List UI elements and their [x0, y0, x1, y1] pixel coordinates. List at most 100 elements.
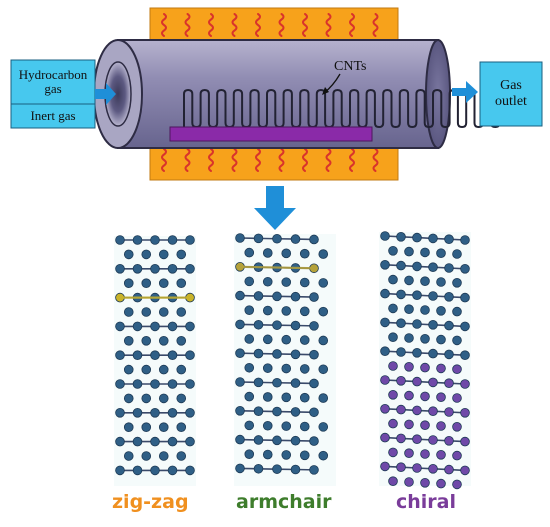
heat-wave [278, 13, 285, 37]
carbon-atom [380, 432, 390, 443]
carbon-atom [290, 407, 301, 417]
carbon-atom [167, 321, 178, 332]
carbon-atom [404, 275, 414, 286]
heat-wave [255, 13, 261, 37]
carbon-atom [167, 263, 178, 274]
carbon-atom [388, 418, 398, 429]
carbon-atom [123, 249, 134, 260]
carbon-atom [235, 377, 245, 387]
carbon-atom [436, 449, 446, 460]
tube-background [234, 234, 336, 486]
carbon-atom [388, 246, 398, 256]
carbon-atom [235, 290, 245, 301]
heat-wave [208, 148, 214, 172]
carbon-atom [380, 317, 390, 328]
carbon-atom [141, 451, 152, 461]
carbon-atom [444, 234, 454, 245]
heat-wave [231, 13, 238, 37]
carbon-atom [167, 407, 178, 418]
carbon-atom [244, 305, 255, 315]
carbon-atom [235, 233, 245, 243]
heat-wave [184, 13, 191, 37]
carbon-atom [281, 334, 292, 345]
carbon-atom [444, 407, 454, 417]
carbon-atom [235, 319, 245, 330]
carbon-atom [412, 405, 422, 416]
carbon-atom [436, 248, 446, 259]
carbon-atom [452, 450, 462, 461]
carbon-atom [404, 390, 414, 401]
carbon-atom [436, 392, 446, 403]
carbon-atom [404, 361, 414, 372]
carbon-atom [150, 465, 160, 476]
carbon-atom [396, 347, 406, 357]
carbon-atom [428, 406, 438, 417]
cnt-label: CNTs [334, 59, 366, 74]
carbon-atom [299, 335, 310, 345]
carbon-atom [253, 406, 264, 416]
carbon-atom [318, 335, 329, 346]
carbon-atom [158, 335, 169, 346]
carbon-atom [150, 436, 160, 447]
carbon-atom [253, 435, 264, 445]
carbon-atom [420, 276, 430, 287]
carbon-atom [318, 278, 329, 288]
carbon-atom [150, 350, 160, 361]
carbon-atom [420, 420, 430, 431]
carbon-atom [420, 477, 430, 488]
carbon-atom [396, 232, 406, 242]
inert-box [10, 103, 96, 129]
carbon-atom [167, 436, 178, 447]
inlet-arrow [95, 83, 116, 105]
carbon-atom [123, 451, 134, 461]
carbon-atom [420, 362, 430, 373]
heat-waves-bottom [161, 148, 379, 172]
carbon-atom [141, 307, 152, 317]
carbon-atom [185, 407, 195, 418]
carbon-atom [412, 261, 422, 272]
carbon-atom [272, 435, 282, 446]
carbon-atom [318, 249, 329, 259]
carbon-atom [272, 320, 282, 330]
carbon-atom [158, 451, 169, 461]
carbon-atom [272, 406, 282, 417]
outlet-arrow [452, 81, 478, 103]
carbon-atom [309, 321, 319, 331]
carbon-atom [132, 379, 143, 389]
carbon-atom [141, 393, 152, 404]
chiral-nanotube [379, 231, 471, 490]
carbon-atom [253, 233, 264, 244]
carbon-atom [115, 407, 125, 418]
carbon-atom [176, 393, 187, 404]
carbon-atom [380, 231, 390, 241]
heat-wave [325, 13, 332, 37]
carbon-atom [380, 259, 390, 270]
carbon-atom [428, 348, 438, 359]
carbon-atom [309, 407, 319, 418]
carbon-atom [460, 379, 470, 389]
carbon-atom [235, 405, 245, 416]
zig-zag-nanotube [114, 235, 196, 486]
carbon-atom [167, 465, 178, 476]
carbon-atom [318, 364, 329, 375]
carbon-atom [158, 393, 169, 404]
carbon-atom [123, 278, 134, 289]
carbon-atom [388, 476, 398, 487]
carbon-atom [244, 276, 255, 287]
carbon-atom [380, 461, 390, 472]
carbon-atom [436, 363, 446, 374]
carbon-atom [290, 349, 301, 360]
carbon-atom [262, 449, 273, 460]
carbon-atom [185, 465, 195, 476]
carbon-atom [318, 422, 329, 432]
carbon-atom [281, 277, 292, 287]
carbon-atom [244, 247, 255, 258]
carbon-atom [444, 435, 454, 446]
carbon-atom [272, 377, 282, 388]
carbon-atom [460, 292, 470, 303]
carbon-atom [436, 277, 446, 287]
carbon-atom [452, 364, 462, 375]
carbon-atom [428, 463, 438, 474]
carbon-atom [185, 263, 195, 274]
